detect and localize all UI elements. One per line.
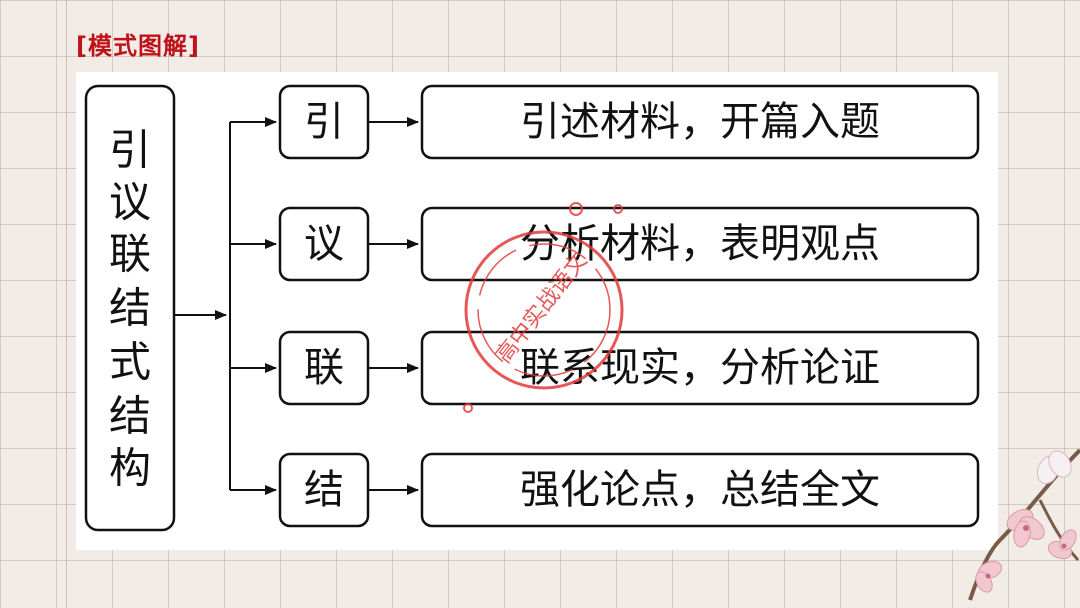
diagram-panel: 引 议 联 结 式 结 构 引 引述材料，开篇入题 议 <box>76 72 998 550</box>
root-char: 引 <box>109 126 151 175</box>
step-description-box <box>420 84 980 160</box>
step-description-text: 分析材料，表明观点 <box>520 221 880 267</box>
watermark-stamp: 高中实战语文 <box>463 202 624 413</box>
root-node: 引 议 联 结 式 结 构 <box>84 84 176 532</box>
root-char: 结 <box>109 392 151 441</box>
step-description-text: 强化论点，总结全文 <box>520 467 880 513</box>
branch-connectors <box>174 117 277 495</box>
step-row-yi: 议 分析材料，表明观点 <box>278 206 980 282</box>
decorative-flower <box>968 448 1080 601</box>
step-row-lian: 联 联系现实，分析论证 <box>278 330 980 406</box>
step-row-jie: 结 强化论点，总结全文 <box>278 452 980 528</box>
step-description-text: 引述材料，开篇入题 <box>520 99 880 145</box>
step-key-label: 结 <box>304 467 344 513</box>
root-char: 联 <box>109 230 151 279</box>
root-char: 构 <box>109 444 151 493</box>
step-row-yin: 引 引述材料，开篇入题 <box>278 84 980 160</box>
structure-diagram: 引 议 联 结 式 结 构 引 引述材料，开篇入题 议 <box>84 84 980 532</box>
page-margin-rule <box>66 0 67 608</box>
root-char: 式 <box>109 338 151 387</box>
watermark-text: 高中实战语文 <box>492 249 593 368</box>
step-key-label: 联 <box>304 345 344 391</box>
root-char: 议 <box>109 178 151 227</box>
section-title: [模式图解] <box>76 32 200 60</box>
step-description-text: 联系现实，分析论证 <box>520 345 880 391</box>
step-key-label: 议 <box>304 221 344 267</box>
step-key-label: 引 <box>304 99 344 145</box>
root-char: 结 <box>109 284 151 333</box>
step-description-box <box>420 452 980 528</box>
step-description-box <box>420 206 980 282</box>
